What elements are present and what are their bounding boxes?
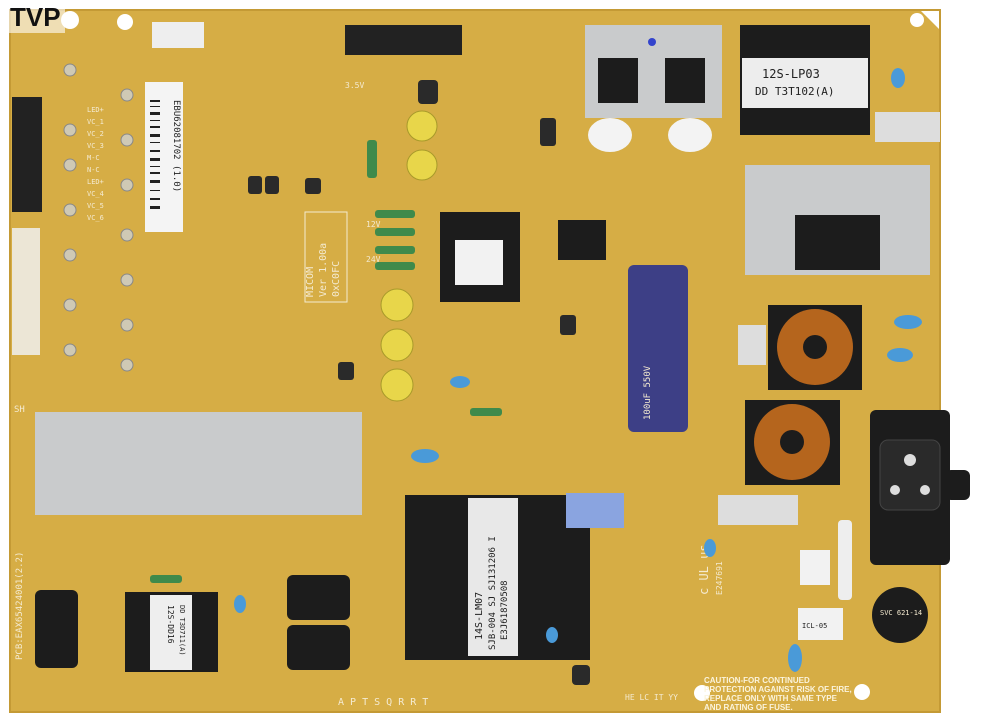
svg-text:VC_1: VC_1 bbox=[87, 118, 104, 126]
transformer-top-label: 12S-LP03 bbox=[762, 67, 820, 81]
main-transformer-label: 14S-LM07 bbox=[474, 592, 485, 640]
main-transformer-serial: E3J61870508 bbox=[500, 580, 510, 640]
micom-checksum: 0xC0FC bbox=[331, 261, 342, 297]
mounting-hole bbox=[117, 14, 133, 30]
thermistor bbox=[798, 608, 843, 640]
mounting-hole bbox=[854, 684, 870, 700]
ul-number: E247691 bbox=[715, 561, 724, 595]
thermistor-label: ICL-05 bbox=[802, 622, 827, 630]
small-transformer-label: 12S-DD16 bbox=[166, 605, 175, 644]
test-points bbox=[63, 63, 134, 372]
label-3-5v: 3.5V bbox=[345, 81, 364, 90]
electrolytic-cap bbox=[287, 625, 350, 670]
svg-text:M-C: M-C bbox=[87, 154, 100, 162]
barcode bbox=[150, 100, 160, 209]
svg-text:N-C: N-C bbox=[87, 166, 100, 174]
micom-label: MICOM bbox=[305, 267, 316, 297]
yellow-capacitors bbox=[380, 110, 438, 402]
electrolytic-cap bbox=[287, 575, 350, 620]
mounting-hole bbox=[910, 13, 924, 27]
transistor bbox=[558, 220, 606, 260]
svg-text:VC_3: VC_3 bbox=[87, 142, 104, 150]
label-24v: 24V bbox=[366, 255, 381, 264]
electrolytic-cap bbox=[35, 590, 78, 668]
transformer-top-code: DD T3T102(A) bbox=[755, 85, 834, 98]
micom-version: Ver 1.00a bbox=[318, 243, 329, 297]
svg-text:LED+: LED+ bbox=[87, 106, 104, 114]
heatsink-left bbox=[35, 412, 362, 515]
fuse bbox=[838, 520, 852, 600]
label-12v: 12V bbox=[366, 220, 381, 229]
connector-top bbox=[345, 25, 462, 55]
fuse-caution-text: CAUTION-FOR CONTINUED PROTECTION AGAINST… bbox=[704, 676, 852, 712]
bulk-capacitor bbox=[628, 265, 688, 432]
corner-letters: HE LC IT YY bbox=[625, 693, 678, 702]
connector-white-top bbox=[152, 22, 204, 48]
svg-text:VC_2: VC_2 bbox=[87, 130, 104, 138]
x-capacitor bbox=[718, 495, 798, 525]
resistors bbox=[150, 140, 502, 583]
bridge-rectifier bbox=[795, 215, 880, 270]
bottom-letter-row: A P T S Q R R T bbox=[338, 697, 428, 708]
x-capacitor bbox=[566, 493, 624, 528]
bulk-cap-rating: 100uF 550V bbox=[643, 365, 653, 420]
mounting-hole bbox=[694, 685, 710, 701]
thermistor bbox=[800, 550, 830, 585]
svg-text:LED+: LED+ bbox=[87, 178, 104, 186]
small-transformer-code: DD T3D711(A) bbox=[178, 605, 186, 656]
connector-black bbox=[12, 97, 42, 212]
mounting-hole bbox=[61, 11, 79, 29]
main-transformer-code: SJB-004 SJ SJ131206 I bbox=[488, 536, 498, 650]
svg-text:VC_6: VC_6 bbox=[87, 214, 104, 222]
sh-label: SH bbox=[14, 405, 25, 415]
pcb-number: PCB:EAX65424001(2.2) bbox=[15, 552, 25, 660]
watermark: TVP bbox=[6, 2, 65, 33]
svg-text:VC_5: VC_5 bbox=[87, 202, 104, 210]
svg-text:VC_4: VC_4 bbox=[87, 190, 104, 198]
connector-white bbox=[12, 228, 40, 355]
barcode-text: EBU62081702 (1.0) bbox=[171, 100, 181, 192]
small-capacitors bbox=[248, 80, 590, 685]
ceramic-capacitors bbox=[234, 68, 922, 672]
varistor-label: SVC 621-14 bbox=[880, 609, 922, 617]
pcb-board bbox=[10, 10, 940, 712]
ul-mark: c UL us bbox=[697, 544, 711, 595]
led-pin-labels: LED+ VC_1 VC_2 VC_3 M-C N-C LED+ VC_4 VC… bbox=[87, 106, 104, 222]
varistor bbox=[872, 587, 928, 643]
